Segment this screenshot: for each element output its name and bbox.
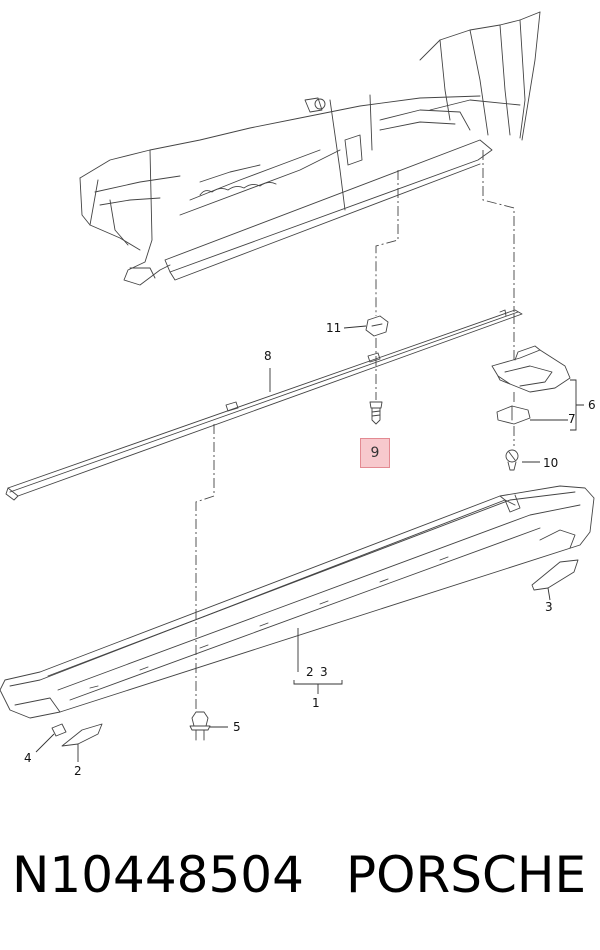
screw-part-9 <box>369 401 383 425</box>
clip-part-7 <box>496 405 531 425</box>
callout-2-group: 2 <box>306 665 314 679</box>
callout-2-trim: 2 <box>74 764 82 778</box>
trim-strip-part-8 <box>5 309 523 501</box>
small-trim-part-2 <box>61 723 103 747</box>
part-number: N10448504 <box>12 846 304 904</box>
callout-1: 1 <box>312 696 320 710</box>
leader-lines <box>35 325 584 762</box>
screw-part-10 <box>505 449 519 471</box>
car-body-outline <box>79 11 541 286</box>
footer-caption: N10448504 PORSCHE <box>0 842 600 912</box>
push-clip-part-5 <box>189 711 211 741</box>
clip-part-4 <box>51 723 67 737</box>
callout-6: 6 <box>588 398 596 412</box>
end-cap-part-3 <box>531 559 579 591</box>
callout-7: 7 <box>568 412 576 426</box>
assembly-lines <box>195 150 515 710</box>
side-skirt-part-1 <box>0 485 595 719</box>
callout-9-highlighted: 9 <box>360 438 390 468</box>
callout-5: 5 <box>233 720 241 734</box>
callout-3-end-cap: 3 <box>545 600 553 614</box>
exploded-view-drawing <box>0 11 595 762</box>
clip-part-11 <box>365 315 389 337</box>
callout-4: 4 <box>24 751 32 765</box>
parts-diagram: 8 11 9 6 7 10 3 2 3 1 5 4 2 <box>0 11 596 778</box>
callout-3-group: 3 <box>320 665 328 679</box>
brand-name: PORSCHE <box>346 846 587 904</box>
callout-11: 11 <box>326 321 342 335</box>
callout-10: 10 <box>543 456 559 470</box>
bracket-part-6 <box>491 345 571 393</box>
callout-8: 8 <box>264 349 272 363</box>
